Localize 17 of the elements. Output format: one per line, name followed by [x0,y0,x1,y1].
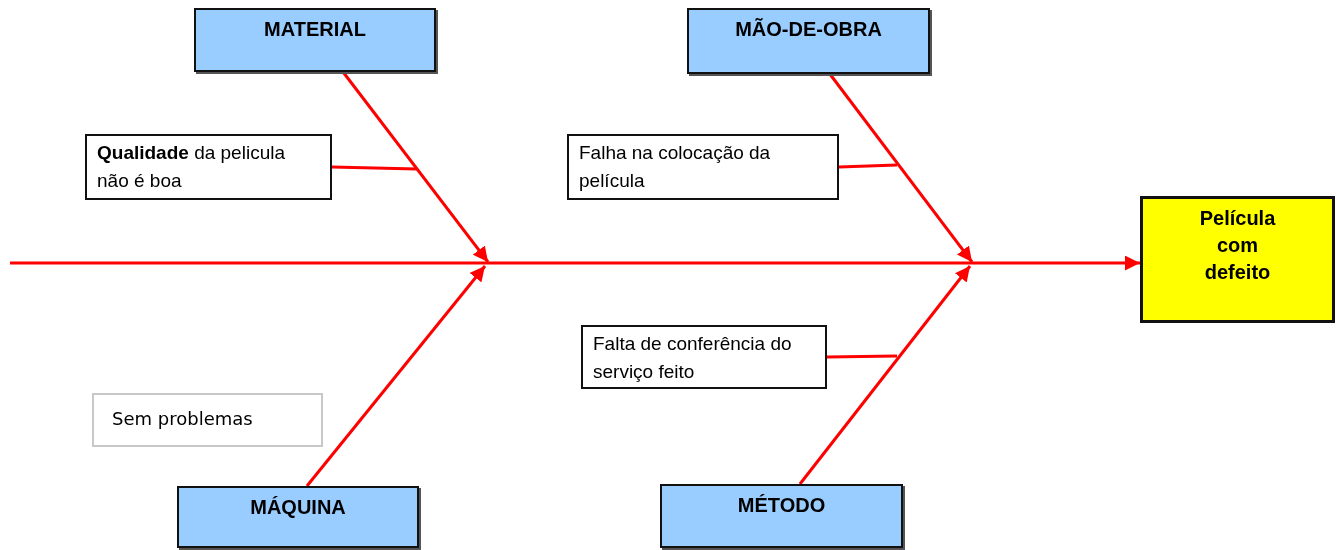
category-box: MÉTODO [660,484,903,548]
arrow [305,265,487,487]
connector-line [331,165,418,171]
category-box: MÃO-DE-OBRA [687,8,930,74]
arrow [798,265,972,485]
connector-line [826,354,898,359]
category-box: MATERIAL [194,8,436,72]
arrow [10,255,1140,271]
cause-box: Qualidade da pelicula não é boa [85,134,332,200]
effect-box: Película com defeito [1140,196,1335,323]
category-box: MÁQUINA [177,486,419,548]
arrow [341,71,490,263]
note-box: Sem problemas [92,393,323,447]
connector-line [838,163,898,169]
cause-box: Falta de conferência do serviço feito [581,325,827,389]
arrow [828,73,974,263]
cause-box: Falha na colocação da película [567,134,839,200]
